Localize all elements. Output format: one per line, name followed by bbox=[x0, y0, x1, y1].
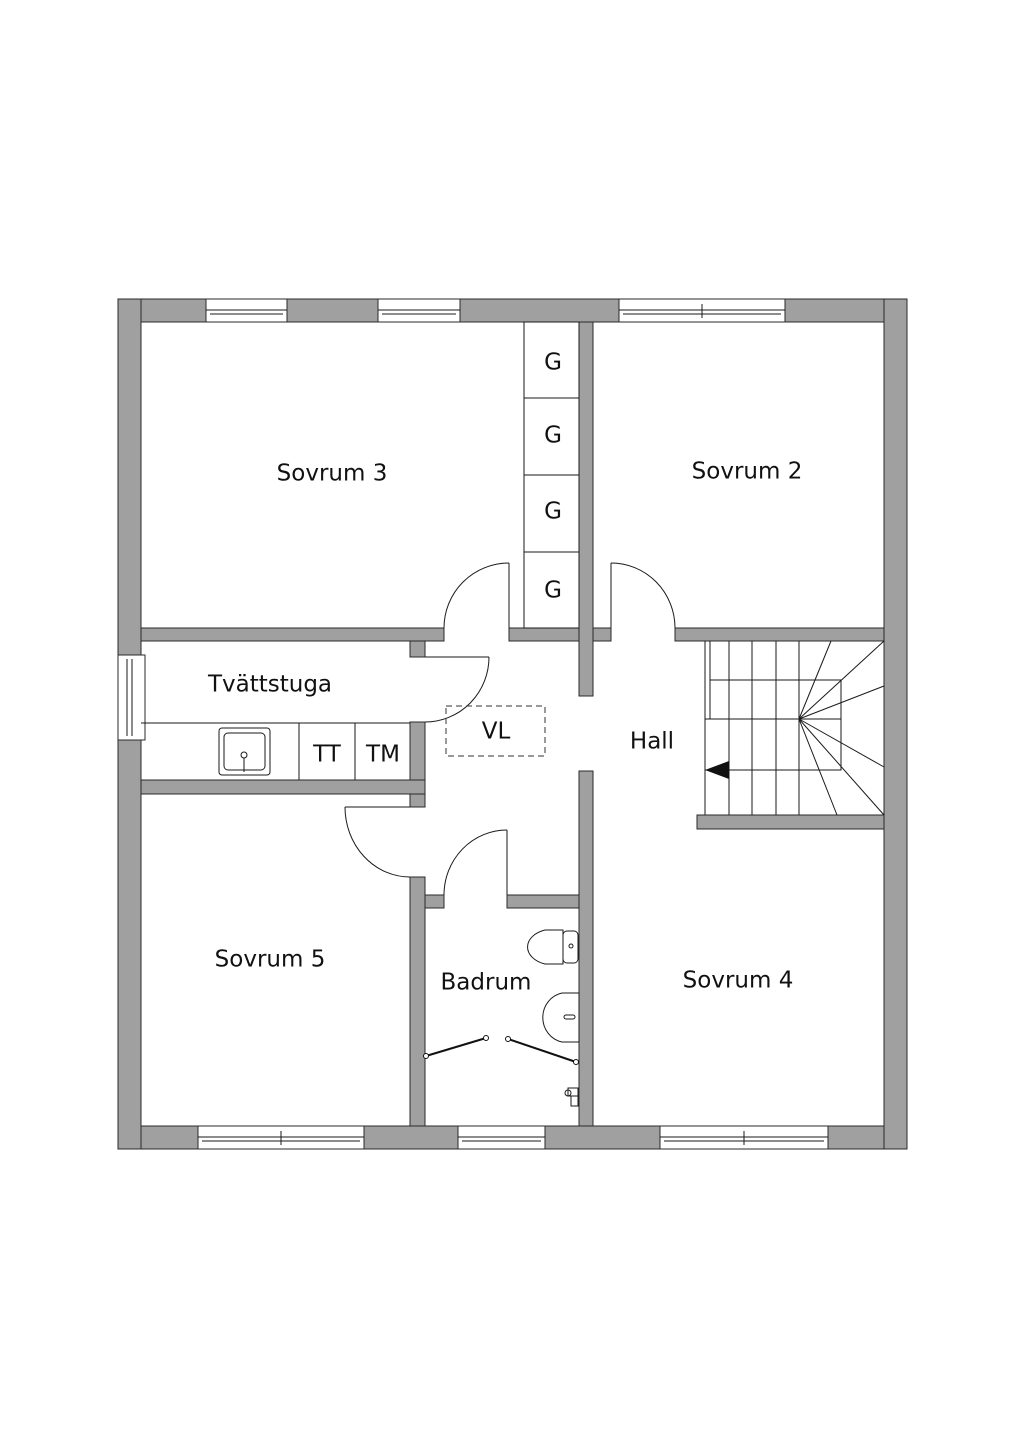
vl-label: VL bbox=[482, 719, 511, 745]
window bbox=[457, 1125, 546, 1150]
interior-walls bbox=[140, 321, 885, 1127]
room-label-badrum: Badrum bbox=[441, 970, 532, 996]
closets: G G G G bbox=[523, 321, 580, 629]
room-label-sovrum-4: Sovrum 4 bbox=[683, 968, 794, 994]
washing-machine-label: TM bbox=[365, 742, 400, 768]
vl-marker: VL bbox=[445, 705, 546, 757]
door-sovrum5 bbox=[344, 806, 411, 878]
window bbox=[659, 1125, 829, 1150]
closet-label: G bbox=[544, 423, 562, 449]
closet-label: G bbox=[544, 350, 562, 376]
window bbox=[618, 298, 786, 323]
window bbox=[117, 654, 146, 741]
windows bbox=[117, 298, 829, 1150]
bathroom-fixtures bbox=[423, 929, 580, 1107]
door-sovrum2 bbox=[610, 562, 676, 629]
laundry-counter: TT TM bbox=[141, 722, 410, 780]
room-label-sovrum-2: Sovrum 2 bbox=[692, 459, 803, 485]
window bbox=[197, 1125, 365, 1150]
door-badrum bbox=[443, 829, 508, 896]
closet-label: G bbox=[544, 578, 562, 604]
room-label-hall: Hall bbox=[630, 729, 674, 755]
doors bbox=[344, 562, 676, 896]
closet-label: G bbox=[544, 499, 562, 525]
outer-walls bbox=[117, 298, 908, 1150]
toilet-icon bbox=[527, 929, 579, 965]
room-label-sovrum-3: Sovrum 3 bbox=[277, 461, 388, 487]
window bbox=[205, 298, 288, 323]
room-label-tvattstuga: Tvättstuga bbox=[207, 672, 332, 698]
stair-direction-arrow-icon bbox=[705, 761, 729, 779]
door-sovrum3 bbox=[443, 562, 510, 629]
shower-tap-icon bbox=[564, 1087, 579, 1107]
tumble-dryer-label: TT bbox=[312, 742, 342, 768]
shower-screen-icon bbox=[423, 1035, 579, 1065]
door-tvattstuga bbox=[424, 656, 490, 723]
window bbox=[377, 298, 461, 323]
staircase bbox=[704, 640, 885, 816]
utility-sink-icon bbox=[218, 727, 271, 776]
room-label-sovrum-5: Sovrum 5 bbox=[215, 947, 326, 973]
sink-icon bbox=[542, 992, 580, 1043]
